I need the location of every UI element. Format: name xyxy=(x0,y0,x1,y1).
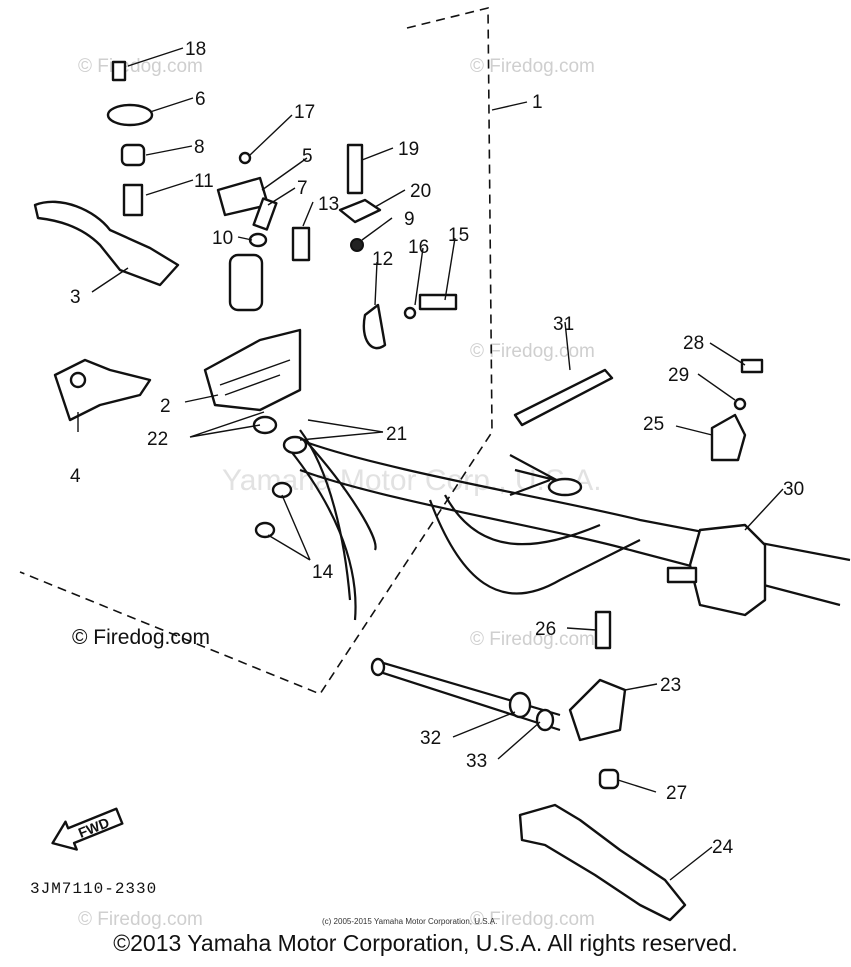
callout-20: 20 xyxy=(410,181,431,202)
callout-10: 10 xyxy=(212,228,233,249)
brake-lever-right xyxy=(33,200,180,287)
bolt-28 xyxy=(740,358,764,374)
switch-connector xyxy=(547,477,583,497)
callout-30: 30 xyxy=(783,479,804,500)
bolt-18 xyxy=(111,60,127,82)
part-33 xyxy=(535,708,555,732)
brake-hose-2 xyxy=(299,429,352,601)
part-10 xyxy=(248,232,268,248)
master-cylinder-detail xyxy=(219,359,291,396)
handlebar-bend xyxy=(428,494,641,595)
callout-26: 26 xyxy=(535,619,556,640)
callout-28: 28 xyxy=(683,333,704,354)
callout-25: 25 xyxy=(643,414,664,435)
callout-29: 29 xyxy=(668,365,689,386)
spring-11 xyxy=(122,183,144,217)
part-17 xyxy=(238,151,252,165)
clutch-lever-24 xyxy=(518,803,687,922)
firedog-label: © Firedog.com xyxy=(72,626,210,649)
piston-8 xyxy=(120,143,146,167)
callout-6: 6 xyxy=(195,89,206,110)
watermark-firedog: © Firedog.com xyxy=(470,629,595,650)
watermark-firedog: © Firedog.com xyxy=(470,341,595,362)
callout-32: 32 xyxy=(420,728,441,749)
callout-8: 8 xyxy=(194,137,205,158)
bolt-13 xyxy=(291,226,311,262)
part-7 xyxy=(252,197,278,231)
clamp-12 xyxy=(362,303,387,350)
switch-button xyxy=(666,566,698,584)
wire-31 xyxy=(513,368,614,427)
watermark-firedog: © Firedog.com xyxy=(78,909,203,930)
banjo-22 xyxy=(252,415,278,435)
bolt-15 xyxy=(418,293,458,311)
switch-25 xyxy=(710,413,747,462)
holder-23 xyxy=(568,678,627,742)
leader-lines xyxy=(77,47,784,881)
callout-13: 13 xyxy=(318,194,339,215)
handlebar-left xyxy=(379,660,561,732)
master-cylinder xyxy=(203,328,302,412)
callout-18: 18 xyxy=(185,39,206,60)
callout-12: 12 xyxy=(372,249,393,270)
callout-22: 22 xyxy=(147,429,168,450)
washer-14a xyxy=(271,481,293,499)
callout-5: 5 xyxy=(302,146,313,167)
callout-31: 31 xyxy=(553,314,574,335)
callout-23: 23 xyxy=(660,675,681,696)
callout-11: 11 xyxy=(194,171,214,192)
bolt-19 xyxy=(346,143,364,195)
banjo-21 xyxy=(282,435,308,455)
watermark-firedog: © Firedog.com xyxy=(78,56,203,77)
part-27 xyxy=(598,768,620,790)
fwd-arrow: FWD xyxy=(51,807,124,851)
handlebar-left-end xyxy=(370,657,386,677)
callout-7: 7 xyxy=(297,178,308,199)
diagram-part-number: 3JM7110-2330 xyxy=(30,880,157,898)
part-9 xyxy=(350,238,364,252)
washer-14b xyxy=(254,521,276,539)
lever-holder xyxy=(53,358,152,422)
callout-24: 24 xyxy=(712,837,734,858)
callout-16: 16 xyxy=(408,237,429,258)
callout-17: 17 xyxy=(294,102,315,123)
switch-housing-30 xyxy=(688,523,767,617)
callout-21: 21 xyxy=(386,424,407,445)
part-29 xyxy=(733,397,747,411)
plate-6 xyxy=(106,103,154,127)
callout-9: 9 xyxy=(404,209,415,230)
callout-3: 3 xyxy=(70,287,81,308)
callout-19: 19 xyxy=(398,139,419,160)
callout-14: 14 xyxy=(312,562,334,583)
watermark-firedog: © Firedog.com xyxy=(470,909,595,930)
part-16 xyxy=(403,306,417,320)
watermark-firedog: © Firedog.com xyxy=(470,56,595,77)
reservoir xyxy=(228,253,264,312)
fwd-label: FWD xyxy=(76,814,112,841)
callout-33: 33 xyxy=(466,751,487,772)
callout-27: 27 xyxy=(666,783,687,804)
part-20 xyxy=(338,198,382,224)
bolt-26 xyxy=(594,610,612,650)
lever-holder-hole xyxy=(69,371,87,389)
small-copyright: (c) 2005-2015 Yamaha Motor Corporation, … xyxy=(322,917,497,926)
callout-4: 4 xyxy=(70,466,81,487)
callout-1: 1 xyxy=(532,92,543,113)
callout-2: 2 xyxy=(160,396,171,417)
part-32 xyxy=(508,691,532,719)
callout-15: 15 xyxy=(448,225,469,246)
copyright-footer: ©2013 Yamaha Motor Corporation, U.S.A. A… xyxy=(113,930,738,956)
